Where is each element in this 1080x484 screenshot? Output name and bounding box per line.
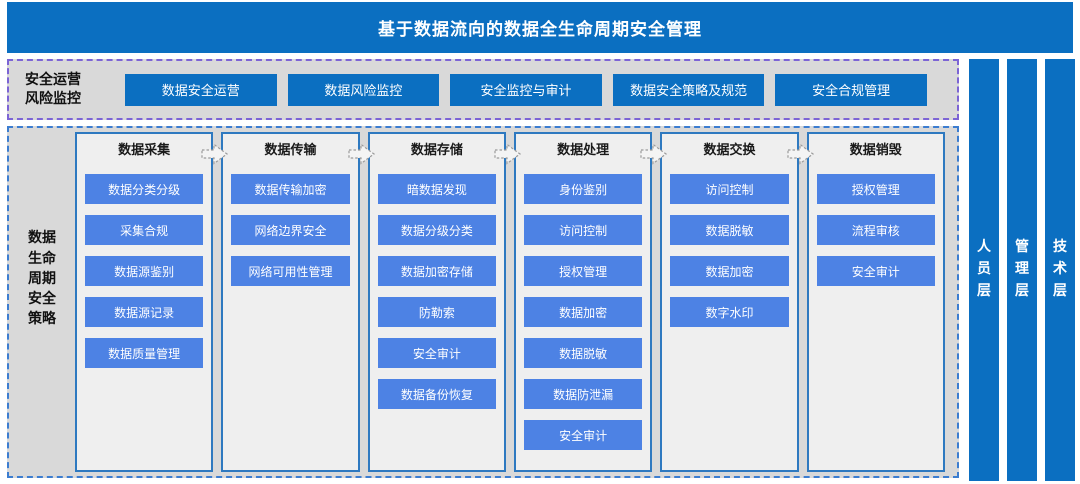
ops-box-data-risk-monitoring: 数据风险监控 [287,73,440,106]
column-data-storage: 数据存储 暗数据发现 数据分级分类 数据加密存储 防勒索 安全审计 数据备份恢复 [367,132,522,472]
layer-bar-label: 人员层 [977,239,991,299]
lifecycle-item: 授权管理 [816,174,935,204]
column-data-processing: 数据处理 身份鉴别 访问控制 授权管理 数据加密 数据脱敏 数据防泄漏 安全审计 [513,132,668,472]
lifecycle-item: 数据源鉴别 [85,256,204,286]
ops-section: 安全运营 风险监控 数据安全运营 数据风险监控 安全监控与审计 数据安全策略及规… [7,59,959,120]
layer-bar-label: 技术层 [1053,239,1067,299]
lifecycle-section-label: 数据 生命 周期 安全 策略 [9,128,75,476]
flow-arrow-icon [348,143,375,165]
lifecycle-item: 防勒索 [377,297,496,327]
flow-arrow-icon [201,143,229,165]
ops-buttons-row: 数据安全运营 数据风险监控 安全监控与审计 数据安全策略及规范 安全合规管理 [125,73,927,106]
ops-box-security-policy-standards: 数据安全策略及规范 [612,73,765,106]
lifecycle-item: 安全审计 [816,256,935,286]
flow-arrow-icon [640,143,668,165]
lifecycle-item: 数据脱敏 [670,215,789,245]
lifecycle-item: 安全审计 [377,338,496,368]
diagram-title: 基于数据流向的数据全生命周期安全管理 [7,2,1073,53]
lifecycle-item: 数据加密 [670,256,789,286]
layer-bar-technology: 技术层 [1045,59,1075,481]
ops-label-line: 安全运营 [25,71,81,88]
lifecycle-item: 网络可用性管理 [231,256,350,286]
ops-box-data-security-operation: 数据安全运营 [125,73,277,106]
column-data-destruction: 数据销毁 授权管理 流程审核 安全审计 [806,132,945,472]
ops-box-security-compliance: 安全合规管理 [775,73,927,106]
layer-bar-personnel: 人员层 [969,59,999,481]
lifecycle-item: 数据备份恢复 [377,379,496,409]
ops-label-line: 风险监控 [25,90,81,107]
ops-section-label: 安全运营 风险监控 [25,71,107,109]
column-header: 数据存储 [410,143,463,158]
lifecycle-item: 数据加密存储 [377,256,496,286]
column-header: 数据处理 [557,143,610,158]
ops-box-security-monitoring-audit: 安全监控与审计 [450,73,602,106]
column-header: 数据交换 [703,143,756,158]
lifecycle-item: 访问控制 [523,215,643,245]
column-data-collection: 数据采集 数据分类分级 采集合规 数据源鉴别 数据源记录 数据质量管理 [75,132,229,472]
column-header: 数据销毁 [849,143,902,158]
flow-arrow-icon [494,143,522,165]
lifecycle-label-line: 数据 [28,230,56,247]
lifecycle-item: 身份鉴别 [523,174,643,204]
lifecycle-item: 数据分类分级 [85,174,204,204]
lifecycle-item: 数据防泄漏 [523,379,643,409]
lifecycle-item: 数据质量管理 [85,338,204,368]
lifecycle-item: 采集合规 [85,215,204,245]
lifecycle-item: 数据传输加密 [231,174,350,204]
lifecycle-label-line: 周期 [28,270,56,287]
column-data-exchange: 数据交换 访问控制 数据脱敏 数据加密 数字水印 [660,132,814,472]
flow-arrow-icon [787,143,814,165]
lifecycle-item: 数据源记录 [85,297,204,327]
layer-bar-label: 管理层 [1015,239,1029,299]
lifecycle-item: 数据加密 [523,297,643,327]
lifecycle-item: 数字水印 [670,297,789,327]
lifecycle-item: 网络边界安全 [231,215,350,245]
lifecycle-item: 数据分级分类 [377,215,496,245]
lifecycle-section: 数据 生命 周期 安全 策略 数据采集 数据分类分级 采集合规 数据源鉴别 数据… [7,126,959,478]
lifecycle-item: 数据脱敏 [523,338,643,368]
lifecycle-label-line: 生命 [28,250,56,267]
lifecycle-item: 访问控制 [670,174,789,204]
layer-bar-management: 管理层 [1007,59,1037,481]
lifecycle-item: 授权管理 [523,256,643,286]
column-header: 数据传输 [264,143,317,158]
lifecycle-item: 暗数据发现 [377,174,496,204]
lifecycle-columns: 数据采集 数据分类分级 采集合规 数据源鉴别 数据源记录 数据质量管理 数据传输… [75,132,945,472]
lifecycle-label-line: 安全 [28,291,56,308]
column-data-transmission: 数据传输 数据传输加密 网络边界安全 网络可用性管理 [221,132,375,472]
lifecycle-item: 安全审计 [523,420,643,450]
column-header: 数据采集 [118,143,171,158]
lifecycle-label-line: 策略 [28,311,56,328]
lifecycle-item: 流程审核 [816,215,935,245]
